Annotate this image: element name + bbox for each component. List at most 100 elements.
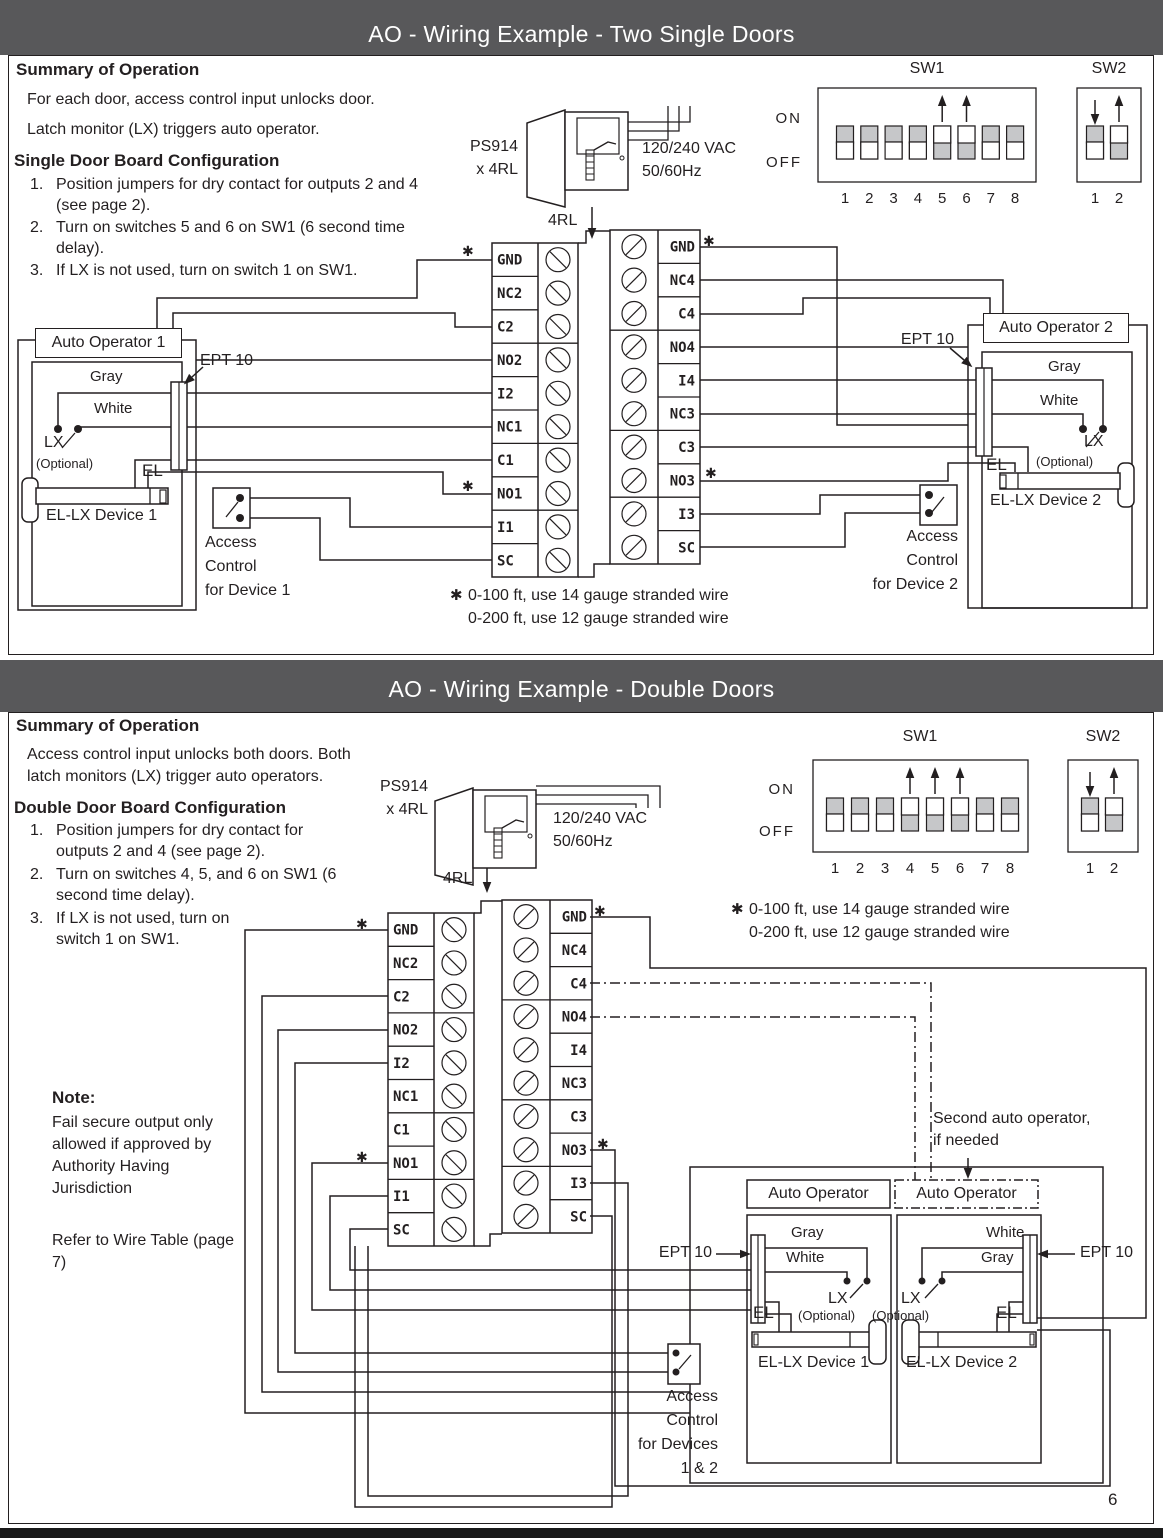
access1-label-line2: Control (205, 558, 257, 575)
ps914-s1-door (526, 108, 566, 208)
wire-i2-access (294, 1062, 676, 1354)
access-label-line1: Access (666, 1388, 718, 1405)
exit-device-pad (868, 1319, 887, 1365)
dip-handle (1005, 141, 1025, 160)
terminal-sc: SC (678, 540, 695, 556)
el-head (999, 474, 1007, 489)
screw-slot (625, 505, 643, 523)
supply-wire (628, 106, 691, 123)
board-outline (474, 900, 502, 914)
screw-slot (549, 251, 567, 269)
terminal-no1: NO1 (497, 487, 522, 503)
el-label-door2: EL (986, 455, 1007, 474)
wire-sc-ept (349, 1228, 751, 1271)
dip-handle (1085, 141, 1105, 160)
dip-slider (950, 813, 970, 832)
lx-optional-door2-s2: (Optional) (872, 1308, 930, 1323)
wire-gray (765, 1247, 868, 1278)
screw-slot (625, 371, 643, 389)
ept10-pointer (949, 347, 965, 361)
wire-gnd-right (590, 916, 1147, 1319)
el-head (1029, 1333, 1035, 1346)
star-gnd-right-s2: ✱ (594, 903, 606, 919)
dip-number-5: 5 (938, 190, 946, 207)
dip-handle (884, 141, 903, 160)
wire-access2-i3 (700, 494, 929, 515)
dip-handle (825, 813, 845, 832)
terminal-i1: I1 (497, 520, 514, 536)
list-number: 1. (30, 822, 44, 839)
contact-dot (925, 491, 933, 499)
dip-number-4: 4 (906, 860, 914, 877)
list-number: 3. (30, 262, 44, 279)
el-lx-device1-label-s1: EL-LX Device 1 (46, 507, 158, 524)
star-gnd-right-s1: ✱ (703, 233, 715, 249)
section2-summary: Access control input unlocks both doors.… (27, 746, 351, 785)
sw2-title-s1: SW2 (1091, 60, 1127, 77)
ept10-label-left-s2: EPT 10 (658, 1244, 712, 1261)
wire-nc3-white (700, 413, 1084, 426)
screw-slot (445, 1087, 463, 1105)
access-switch-blade (225, 501, 239, 518)
terminal-i1: I1 (393, 1189, 410, 1205)
screw-slot (445, 1154, 463, 1172)
screw-slot (445, 921, 463, 939)
list-text: If LX is not used, turn on switch 1 on S… (56, 262, 358, 279)
door2-leaf (896, 1214, 1042, 1464)
dip-handle (900, 797, 920, 816)
screw-slot (517, 1108, 535, 1125)
supply-wire (628, 106, 680, 132)
access2-label-line2: Control (906, 552, 958, 569)
gray-wire-label-door1: Gray (90, 368, 123, 385)
el-label-door1-s2: EL (753, 1303, 774, 1322)
arrowhead (961, 356, 973, 368)
access1-switch-box (212, 487, 251, 529)
dip-number-3: 3 (889, 190, 897, 207)
list-number: 2. (30, 219, 44, 236)
contact-dot (74, 425, 82, 433)
wire-el (765, 1301, 780, 1332)
terminal-nc4: NC4 (670, 273, 695, 289)
contact-dot (236, 494, 244, 502)
screw-slot (625, 438, 643, 456)
terminal-gnd: GND (497, 253, 522, 269)
access1-label-line1: Access (205, 534, 257, 551)
wire-no4-second-ao (590, 1016, 916, 1180)
access2-label-line3: for Device 2 (872, 576, 958, 593)
contact-dot (863, 1277, 871, 1285)
screw-slot (517, 1074, 535, 1092)
dip-number-1: 1 (1086, 860, 1094, 877)
dip-slider (1080, 797, 1100, 816)
dip-slider (875, 797, 895, 816)
terminal-no2: NO2 (497, 353, 522, 369)
hz-label-s1: 50/60Hz (642, 163, 702, 180)
wire-note-2-s1: 0-200 ft, use 12 gauge stranded wire (468, 610, 729, 627)
contact-dot (918, 1277, 926, 1285)
ps914-s1-transformer (576, 117, 620, 155)
wire-c2-ao1 (172, 312, 492, 328)
screw-slot (549, 384, 567, 402)
list-number: 3. (30, 910, 44, 927)
star-gnd-left-s1: ✱ (462, 243, 474, 259)
wire-i4-gray (700, 379, 1104, 426)
dip-slider (860, 125, 879, 144)
section2-summary-heading: Summary of Operation (16, 716, 200, 735)
wire-el (765, 1313, 792, 1332)
wire-access2-sc (700, 512, 929, 548)
dip-handle (957, 125, 976, 144)
list-text: If LX is not used, turn on switch 1 on S… (56, 910, 230, 948)
ps914-label2-s2: x 4RL (386, 801, 428, 818)
section1-banner: AO - Wiring Example - Two Single Doors (0, 0, 1163, 55)
dip-handle (850, 813, 870, 832)
el-lx-device2-label-s2: EL-LX Device 2 (906, 1354, 1018, 1371)
gray-wire-label-door2: Gray (1048, 358, 1081, 375)
arrowhead (482, 882, 492, 893)
off-label-s2: OFF (759, 823, 795, 840)
dip-slider (900, 813, 920, 832)
gray-label-door2-s2: Gray (981, 1249, 1014, 1266)
wire-gnd-ao2 (700, 246, 968, 426)
dip-handle (1080, 813, 1100, 832)
contact-dot (925, 509, 933, 517)
screw-slot (445, 987, 463, 1005)
s2-sw2-box (1067, 759, 1139, 853)
